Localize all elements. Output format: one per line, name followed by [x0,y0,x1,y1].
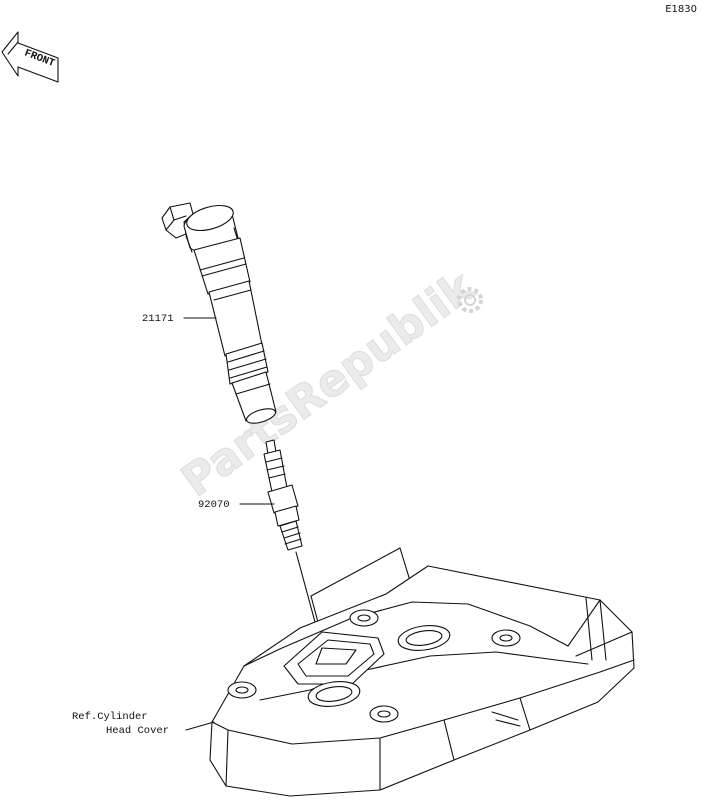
part-number-label: 92070 [198,499,230,511]
callout-92070: 92070 [198,499,275,511]
reference-line-1: Ref.Cylinder [72,711,148,723]
reference-label: Ref.Cylinder Head Cover [72,711,215,737]
reference-line-2: Head Cover [106,725,169,737]
diagram-code: E1830 [665,4,697,15]
gear-icon [457,287,483,313]
cylinder-head-cover [209,565,635,797]
part-number-label: 21171 [142,313,174,325]
spark-plug [263,439,303,551]
front-arrow-icon: FRONT [1,31,59,83]
ignition-coil [161,202,277,424]
callout-21171: 21171 [142,313,217,325]
